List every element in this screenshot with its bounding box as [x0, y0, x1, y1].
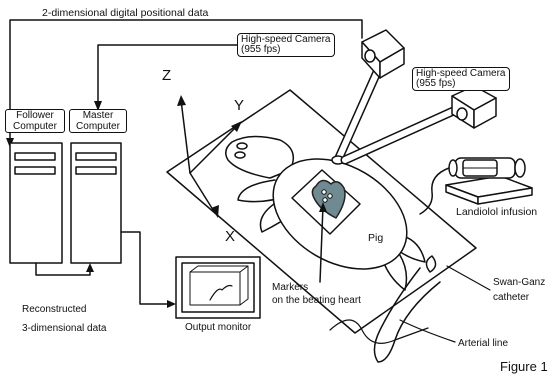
follower-drive-2: [14, 166, 56, 175]
markers-line1: Markers: [272, 282, 309, 293]
master-line2: Computer: [76, 121, 120, 132]
monitor-screen: [181, 262, 255, 313]
marker-3: [322, 197, 328, 203]
arterial-pointer: [399, 319, 456, 343]
top-data-label: 2-dimensional digital positional data: [42, 7, 209, 19]
master-tower: [70, 142, 122, 264]
follower-line2: Computer: [13, 121, 57, 132]
swan-line2: catheter: [493, 292, 530, 303]
master-drive-2: [75, 166, 117, 175]
marker-2: [327, 193, 333, 199]
master-computer-label: Master Computer: [69, 109, 127, 133]
markers-label: Markers on the beating heart: [272, 283, 361, 306]
link-master-monitor: [120, 231, 173, 305]
figure-caption: Figure 1: [500, 359, 548, 374]
camera-right-line1: High-speed Camera: [416, 68, 506, 79]
reconstructed-line2: 3-dimensional data: [22, 323, 107, 334]
z-axis: [180, 99, 191, 174]
follower-tower: [9, 142, 63, 264]
camera-left-line1: High-speed Camera: [241, 34, 331, 45]
x-axis: [189, 172, 216, 214]
camera-right-line2: (955 fps): [416, 78, 456, 89]
swan-pointer: [446, 265, 491, 291]
arrow-to-monitor: [167, 300, 176, 308]
infusion-line: [419, 167, 450, 215]
link-follower-master: [35, 262, 91, 276]
heart: [311, 179, 346, 219]
data-line-master: [97, 44, 239, 109]
pig-snout-1: [236, 142, 248, 150]
x-axis-label: X: [225, 228, 236, 245]
reconstructed-line1: Reconstructed: [22, 304, 87, 315]
reconstructed-label: Reconstructed 3-dimensional data: [22, 305, 107, 334]
swan-line1: Swan-Ganz: [493, 277, 546, 288]
follower-line1: Follower: [16, 110, 54, 121]
master-drive-1: [75, 152, 117, 161]
camera-1-body: [361, 29, 405, 79]
pig-label: Pig: [368, 232, 384, 244]
master-line1: Master: [82, 110, 114, 121]
markers-line2: on the beating heart: [272, 295, 361, 306]
y-axis: [189, 124, 239, 174]
marker-pointer: [319, 205, 324, 283]
infusion-pump: [445, 157, 533, 205]
follower-computer-label: Follower Computer: [5, 109, 65, 133]
arrow-link: [86, 263, 94, 272]
camera-label-right: High-speed Camera (955 fps): [412, 67, 510, 91]
infusion-label: Landiolol infusion: [456, 206, 538, 218]
monitor-trace: [209, 284, 233, 301]
follower-drive-1: [14, 152, 56, 161]
camera-2-body: [451, 85, 497, 129]
y-axis-label: Y: [234, 97, 245, 114]
arterial-line: [329, 319, 429, 344]
data-line-top: [9, 19, 363, 146]
monitor-label: Output monitor: [185, 322, 252, 333]
marker-1: [321, 189, 327, 195]
camera-left-line2: (955 fps): [241, 44, 281, 55]
monitor-cube: [189, 265, 249, 306]
swan-ganz-label: Swan-Ganz catheter: [493, 278, 545, 303]
swan-ganz-line: [373, 267, 441, 363]
arterial-label: Arterial line: [458, 338, 509, 349]
pig-snout-2: [234, 151, 246, 159]
z-axis-label: Z: [162, 67, 172, 84]
camera-label-left: High-speed Camera (955 fps): [237, 33, 335, 57]
arrow-to-master: [94, 101, 102, 111]
